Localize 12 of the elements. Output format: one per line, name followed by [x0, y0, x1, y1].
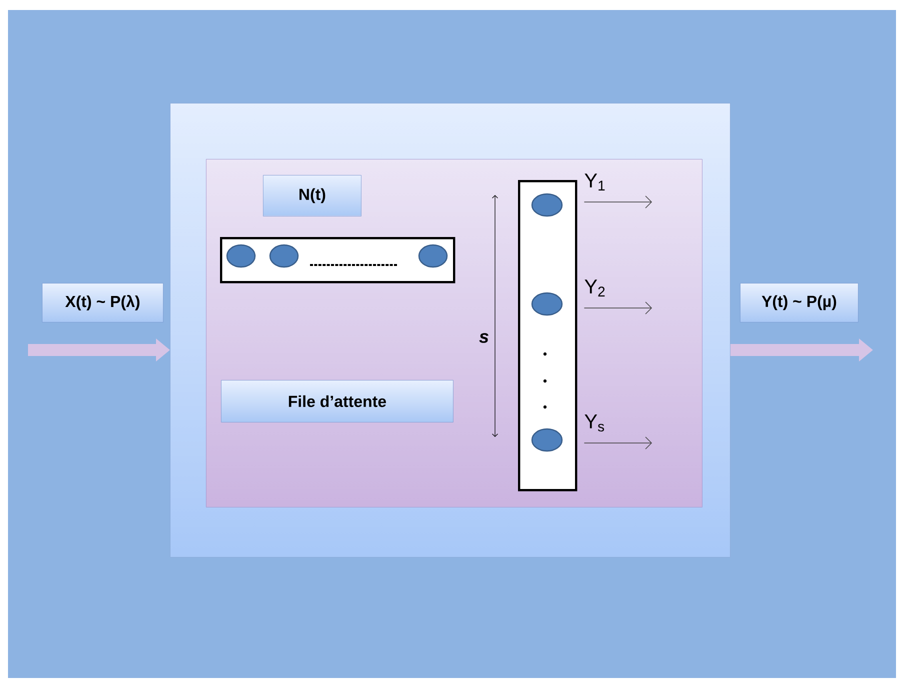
label-box: X(t) ~ P(λ) [42, 283, 164, 322]
edge-label: Y$_{2}$ [584, 280, 605, 296]
edge-label: Y$_{s}$ [584, 414, 604, 432]
arrow [584, 436, 652, 450]
label-box: N(t) [263, 175, 362, 216]
dimension-label: s [479, 333, 488, 343]
arrow [584, 302, 652, 314]
edge-label: Y$_{1}$ [584, 174, 605, 190]
label-box: File d’attente [221, 380, 454, 422]
arrow [584, 196, 652, 208]
server-column [518, 180, 578, 492]
label-box: Y(t) ~ P(µ) [740, 283, 858, 322]
